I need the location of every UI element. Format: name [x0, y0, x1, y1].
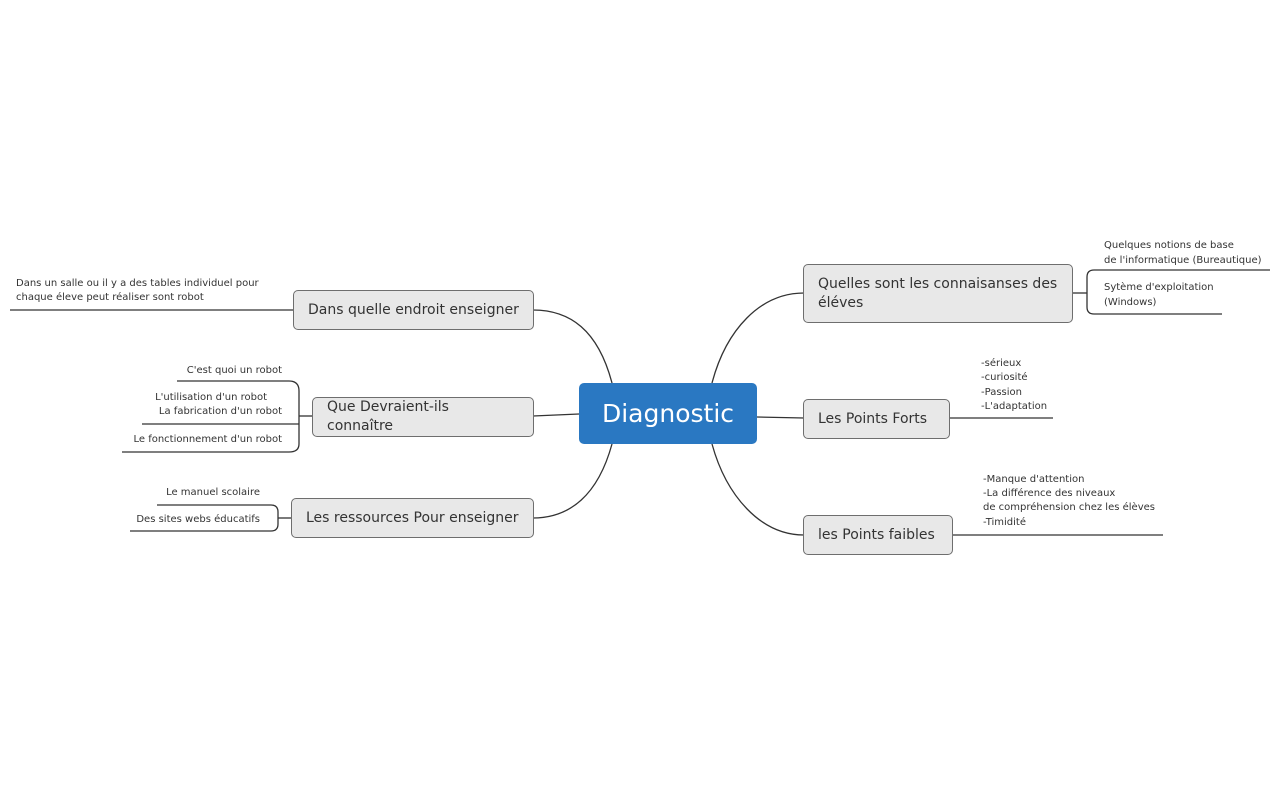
leaf-connaissances-1: Quelques notions de base — [1104, 240, 1234, 251]
leaf-faibles-4: -Timidité — [983, 517, 1026, 528]
leaf-connaissances-3: Sytème d'exploitation — [1104, 282, 1214, 293]
leaf-lieu-line-1: Dans un salle ou il y a des tables indiv… — [16, 278, 259, 289]
leaf-forts-3: -Passion — [981, 387, 1022, 398]
leaf-faibles-2: -La différence des niveaux — [983, 488, 1116, 499]
leaf-connaitre-3: La fabrication d'un robot — [158, 406, 282, 417]
leaf-forts-2: -curiosité — [981, 372, 1028, 383]
leaf-connaitre-4: Le fonctionnement d'un robot — [133, 434, 282, 445]
leaf-connaissances-4: (Windows) — [1104, 297, 1157, 308]
leaf-connaitre-2: L'utilisation d'un robot — [155, 392, 267, 403]
leaf-faibles-1: -Manque d'attention — [983, 474, 1085, 485]
central-topic-diagnostic[interactable]: Diagnostic — [579, 383, 757, 444]
leaf-forts-1: -sérieux — [981, 358, 1022, 369]
leaf-lieu-line-2: chaque éleve peut réaliser sont robot — [16, 292, 204, 303]
branch-ressources[interactable]: Les ressources Pour enseigner — [291, 498, 534, 538]
branch-points-forts[interactable]: Les Points Forts — [803, 399, 950, 439]
leaf-connaitre-1: C'est quoi un robot — [186, 365, 282, 376]
branch-connaitre[interactable]: Que Devraient-ils connaître — [312, 397, 534, 437]
leaf-faibles-3: de compréhension chez les élèves — [983, 502, 1155, 513]
leaf-ressources-2: Des sites webs éducatifs — [136, 514, 260, 525]
leaf-connaissances-2: de l'informatique (Bureautique) — [1104, 255, 1262, 266]
leaf-ressources-1: Le manuel scolaire — [166, 487, 260, 498]
branch-points-faibles[interactable]: les Points faibles — [803, 515, 953, 555]
leaf-forts-4: -L'adaptation — [981, 401, 1048, 412]
branch-lieu[interactable]: Dans quelle endroit enseigner — [293, 290, 534, 330]
branch-connaissances[interactable]: Quelles sont les connaisanses des éléves — [803, 264, 1073, 323]
